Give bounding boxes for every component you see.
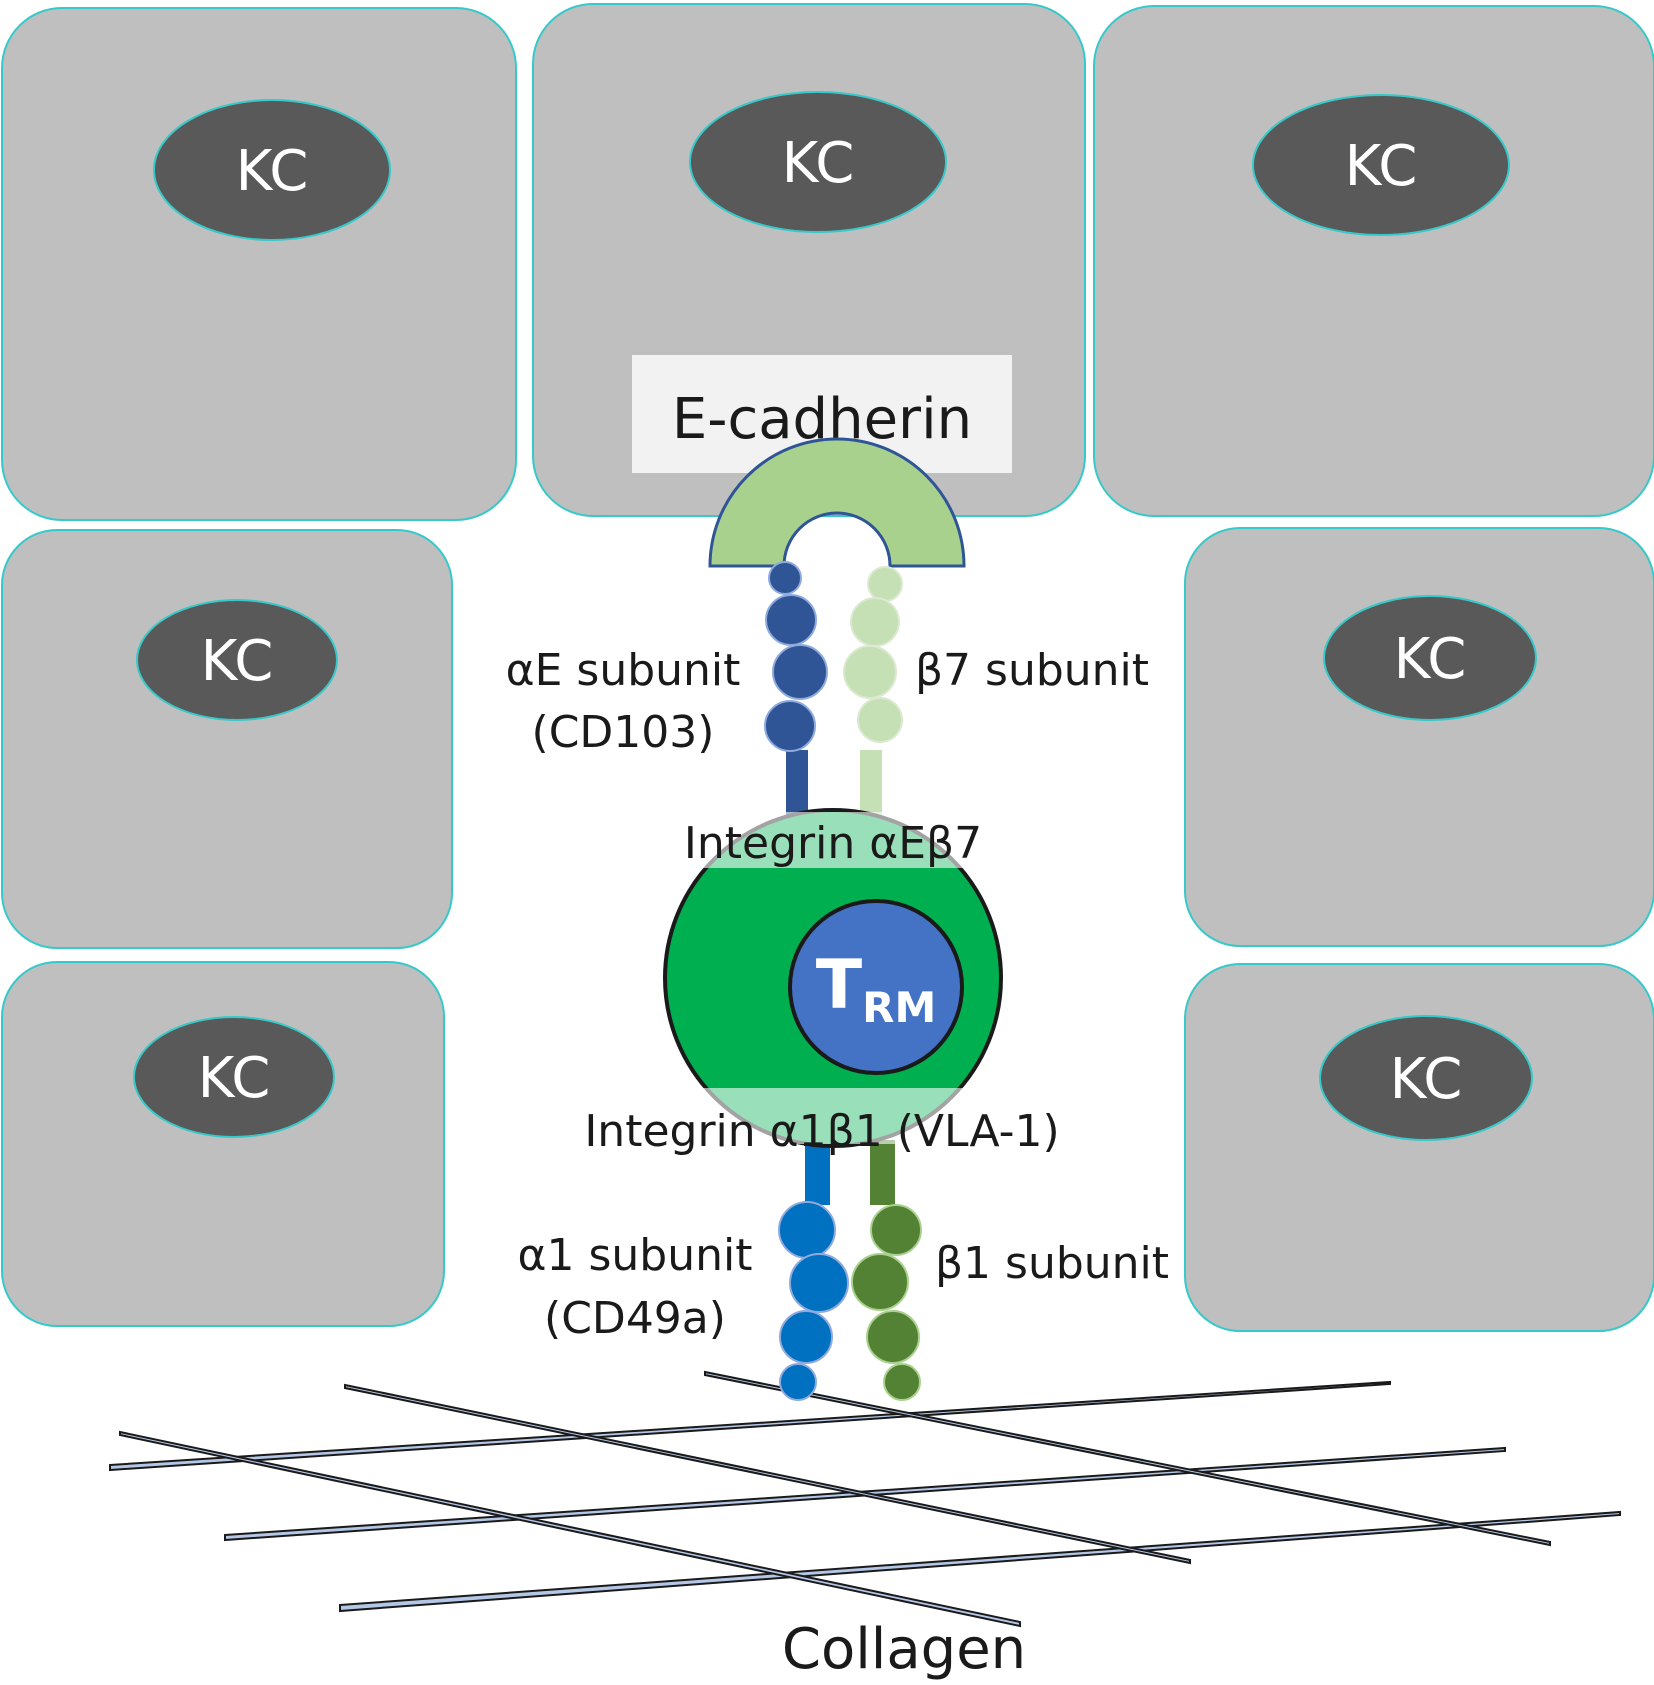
beta7-stalk <box>860 750 882 830</box>
keratinocyte-bottom-left: KC <box>1 961 445 1327</box>
alpha-e-domain <box>768 561 802 595</box>
alpha1-cd-label: (CD49a) <box>544 1293 726 1344</box>
integrin-a1-b1-band <box>625 1088 1025 1144</box>
nucleus <box>1252 94 1510 236</box>
alpha-e-domain <box>772 644 828 700</box>
alpha1-domain <box>779 1363 817 1401</box>
beta1-domain <box>870 1204 922 1256</box>
nucleus <box>136 599 338 721</box>
alpha1-subunit-label: α1 subunit <box>518 1230 753 1281</box>
nucleus <box>133 1016 335 1138</box>
alpha1-domain <box>789 1253 849 1313</box>
kc-label: KC <box>1345 134 1418 199</box>
kc-label: KC <box>782 131 855 196</box>
kc-label: KC <box>1394 627 1467 692</box>
beta1-stalk <box>870 1140 895 1205</box>
collagen-fiber <box>109 1380 1391 1472</box>
kc-label: KC <box>198 1046 271 1111</box>
beta7-domain <box>867 566 903 602</box>
beta1-domain <box>883 1363 921 1401</box>
beta1-subunit-label: β1 subunit <box>935 1238 1169 1289</box>
beta7-domain <box>857 697 903 743</box>
alpha1-domain <box>778 1201 836 1259</box>
keratinocyte-middle-right: KC <box>1184 527 1654 947</box>
trm-label: TRM <box>816 946 937 1032</box>
collagen-mesh <box>109 1370 1621 1628</box>
kc-label: KC <box>201 629 274 694</box>
collagen-fiber <box>119 1430 1021 1628</box>
integrin-a1-b1-label: Integrin α1β1 (VLA-1) <box>584 1106 1059 1157</box>
integrin-alpha1-beta1 <box>778 1140 922 1401</box>
trm-nucleus <box>788 899 964 1075</box>
kc-label: KC <box>236 139 309 204</box>
integrin-ae-b7-label: Integrin αEβ7 <box>684 818 982 869</box>
collagen-fiber <box>344 1383 1191 1565</box>
kc-label: KC <box>1390 1047 1463 1112</box>
keratinocyte-top-right: KC <box>1093 5 1654 517</box>
beta7-domain <box>843 645 897 699</box>
alpha-e-cd-label: (CD103) <box>532 707 715 758</box>
collagen-fiber <box>339 1510 1621 1613</box>
alpha-e-domain <box>765 594 817 646</box>
trm-label-main: T <box>816 946 863 1025</box>
collagen-fiber <box>704 1370 1551 1547</box>
alpha-e-stalk <box>786 750 808 830</box>
integrin-alpha-e-beta7 <box>764 561 903 830</box>
alpha-e-subunit-label: αE subunit <box>506 645 741 696</box>
e-cadherin-label-box: E-cadherin <box>632 355 1012 473</box>
integrin-ae-b7-band <box>625 812 1025 868</box>
collagen-label: Collagen <box>782 1617 1026 1682</box>
nucleus <box>1323 595 1537 721</box>
nucleus <box>689 91 947 233</box>
alpha1-domain <box>779 1310 833 1364</box>
beta1-domain <box>851 1253 909 1311</box>
keratinocyte-bottom-right: KC <box>1184 963 1654 1332</box>
beta7-subunit-label: β7 subunit <box>915 645 1149 696</box>
trm-label-sub: RM <box>862 983 936 1032</box>
alpha1-stalk <box>805 1140 830 1205</box>
keratinocyte-top-left: KC <box>1 7 517 521</box>
trm-cell: TRM <box>663 808 1003 1148</box>
alpha-e-domain <box>764 700 816 752</box>
beta1-domain <box>866 1310 920 1364</box>
beta7-domain <box>850 597 900 647</box>
keratinocyte-middle-left: KC <box>1 529 453 949</box>
nucleus <box>1319 1015 1533 1141</box>
e-cadherin-arch <box>708 437 966 568</box>
nucleus <box>153 99 391 241</box>
